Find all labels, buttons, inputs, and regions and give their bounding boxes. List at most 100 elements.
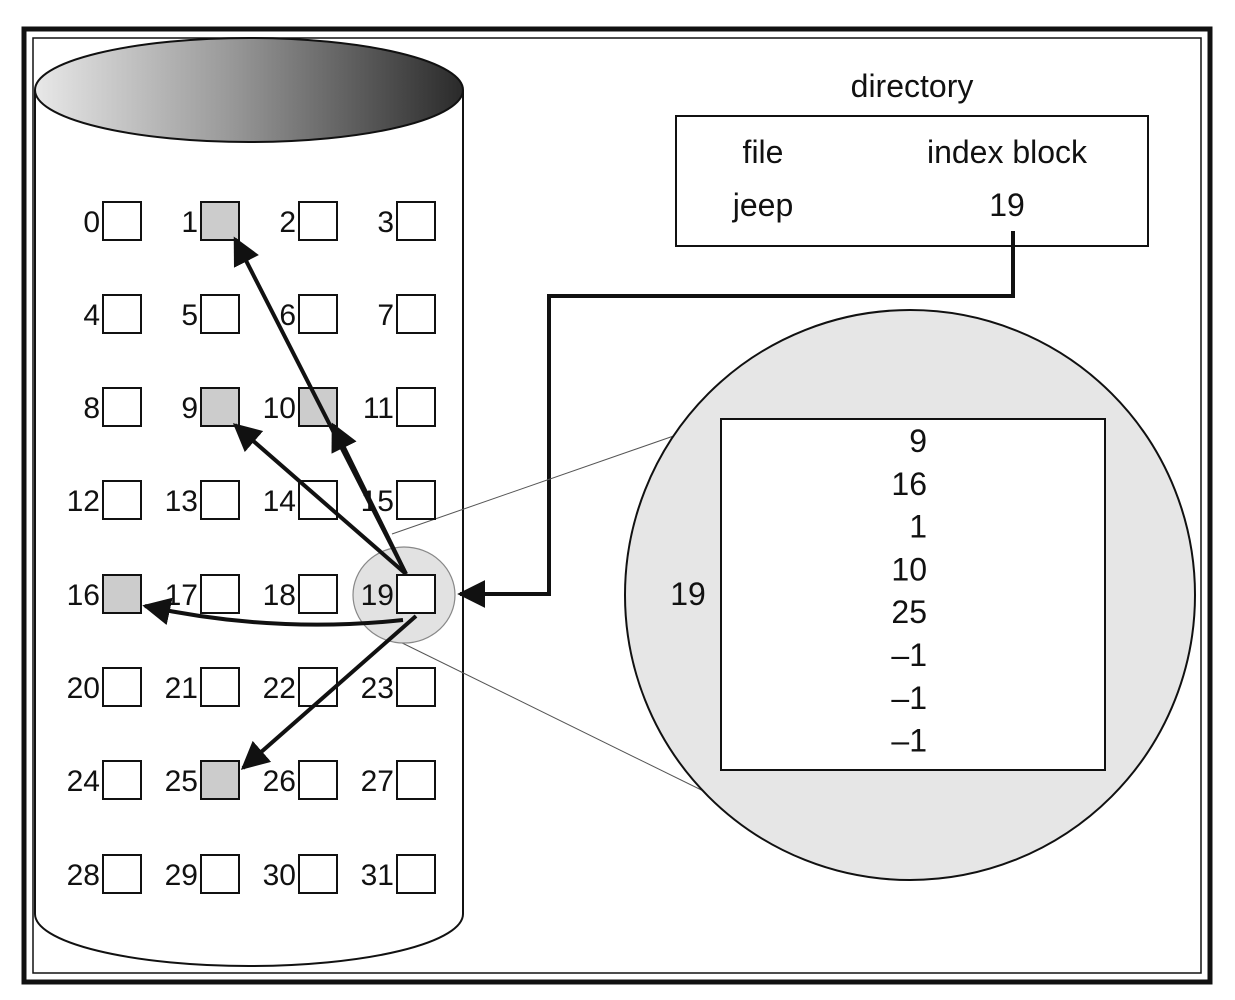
index-entry: –1	[891, 680, 927, 716]
block-number-label: 24	[67, 765, 100, 798]
disk-block-20: 20	[67, 667, 142, 707]
directory-title: directory	[851, 68, 974, 104]
disk-block-31: 31	[361, 854, 436, 894]
disk-block-5: 5	[181, 294, 240, 334]
disk-block-6: 6	[279, 294, 338, 334]
free-block-square	[200, 854, 240, 894]
disk-block-10: 10	[263, 387, 338, 427]
index-block-value: 19	[989, 187, 1025, 223]
block-number-label: 11	[363, 392, 394, 425]
disk-block-9: 9	[181, 387, 240, 427]
disk-block-29: 29	[165, 854, 240, 894]
free-block-square	[396, 760, 436, 800]
disk-block-21: 21	[165, 667, 240, 707]
disk-block-3: 3	[377, 201, 436, 241]
used-block-square	[200, 387, 240, 427]
free-block-square	[396, 480, 436, 520]
index-entry: 16	[891, 466, 927, 502]
zoom-block-label: 19	[670, 576, 706, 612]
block-number-label: 28	[67, 859, 100, 892]
disk-block-12: 12	[67, 480, 142, 520]
pointer-arrow-to-16	[142, 597, 404, 627]
index-entry: 1	[909, 509, 927, 545]
used-block-square	[102, 574, 142, 614]
block-number-label: 3	[377, 206, 394, 239]
free-block-square	[298, 294, 338, 334]
disk-block-24: 24	[67, 760, 142, 800]
disk-block-1: 1	[181, 201, 240, 241]
free-block-square	[200, 294, 240, 334]
block-number-label: 31	[361, 859, 394, 892]
block-number-label: 7	[377, 299, 394, 332]
file-name: jeep	[732, 187, 794, 223]
disk-block-30: 30	[263, 854, 338, 894]
disk-block-11: 11	[363, 387, 436, 427]
block-number-label: 30	[263, 859, 296, 892]
pointer-arrow-to-9	[232, 423, 408, 576]
disk-block-14: 14	[263, 480, 338, 520]
free-block-square	[396, 667, 436, 707]
disk-block-2: 2	[279, 201, 338, 241]
index-pointers	[142, 236, 418, 770]
block-number-label: 1	[181, 206, 198, 239]
inner-frame	[32, 37, 1202, 974]
free-block-square	[200, 574, 240, 614]
free-block-square	[102, 480, 142, 520]
zoom-line-top	[391, 423, 709, 535]
disk-block-4: 4	[83, 294, 142, 334]
disk-block-7: 7	[377, 294, 436, 334]
block-number-label: 25	[165, 765, 198, 798]
pointer-arrow-to-10	[331, 422, 408, 575]
disk-block-26: 26	[263, 760, 338, 800]
directory-box	[675, 115, 1149, 247]
free-block-square	[102, 854, 142, 894]
block-number-label: 0	[83, 206, 100, 239]
block-number-label: 2	[279, 206, 296, 239]
index-block-box	[720, 418, 1106, 771]
block-number-label: 13	[165, 485, 198, 518]
block-number-label: 18	[263, 579, 296, 612]
index-entry: 10	[891, 551, 927, 587]
free-block-square	[102, 667, 142, 707]
directory-table: directory file index block jeep 19	[675, 68, 1149, 247]
block-number-label: 22	[263, 672, 296, 705]
free-block-square	[298, 854, 338, 894]
used-block-square	[298, 387, 338, 427]
disk-block-23: 23	[361, 667, 436, 707]
index-entry: –1	[891, 637, 927, 673]
disk-block-19: 19	[361, 574, 436, 614]
free-block-square	[396, 854, 436, 894]
free-block-square	[102, 387, 142, 427]
block-number-label: 20	[67, 672, 100, 705]
disk-block-22: 22	[263, 667, 338, 707]
block-number-label: 9	[181, 392, 198, 425]
outer-frame	[21, 26, 1213, 985]
disk-block-16: 16	[67, 574, 142, 614]
index-entry: 9	[909, 423, 927, 459]
pointer-arrow-to-25	[240, 614, 418, 770]
free-block-square	[298, 760, 338, 800]
block-number-label: 4	[83, 299, 100, 332]
index-entry: –1	[891, 723, 927, 759]
disk-block-17: 17	[165, 574, 240, 614]
free-block-square	[396, 387, 436, 427]
header-index-block: index block	[927, 134, 1088, 170]
directory-pointer-arrow	[457, 231, 1015, 608]
free-block-square	[200, 667, 240, 707]
block-number-label: 17	[165, 579, 198, 612]
used-block-square	[200, 760, 240, 800]
block-number-label: 27	[361, 765, 394, 798]
block-number-label: 21	[165, 672, 198, 705]
used-block-square	[200, 201, 240, 241]
block-number-label: 19	[361, 579, 394, 612]
free-block-square	[396, 201, 436, 241]
index-block-square	[396, 574, 436, 614]
block-number-label: 10	[263, 392, 296, 425]
block-number-label: 8	[83, 392, 100, 425]
disk-block-13: 13	[165, 480, 240, 520]
block-number-label: 14	[263, 485, 296, 518]
block-number-label: 29	[165, 859, 198, 892]
